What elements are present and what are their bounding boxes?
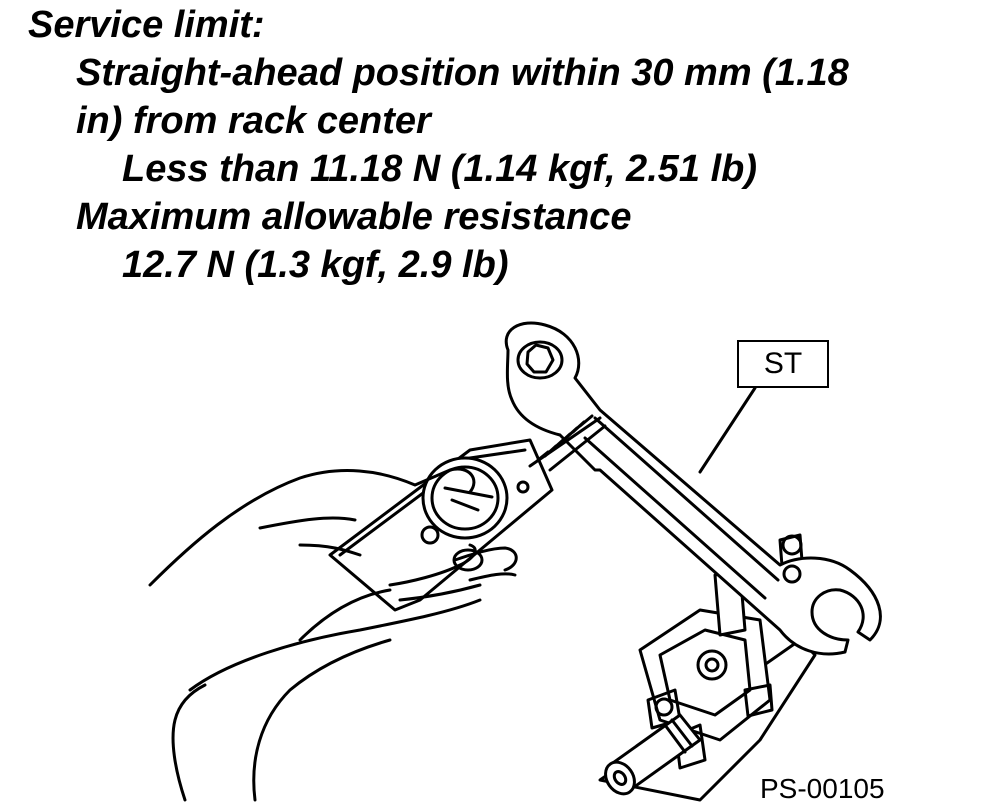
wrench-illustration: [504, 321, 882, 656]
st-callout-label: ST: [737, 340, 829, 388]
service-illustration: [0, 300, 1008, 810]
spec-line-position-cont: in) from rack center: [76, 100, 431, 142]
spec-heading: Service limit:: [28, 4, 265, 46]
spec-line-position: Straight-ahead position within 30 mm (1.…: [76, 52, 849, 94]
spec-line-resistance-value: Less than 11.18 N (1.14 kgf, 2.51 lb): [122, 148, 757, 190]
figure-code: PS-00105: [760, 773, 885, 804]
spec-line-max-value: 12.7 N (1.3 kgf, 2.9 lb): [122, 244, 509, 286]
illustration-drawing: [148, 321, 882, 802]
spring-scale-illustration: [328, 414, 607, 612]
spec-line-max-label: Maximum allowable resistance: [76, 196, 632, 238]
hand-illustration: [148, 467, 518, 802]
